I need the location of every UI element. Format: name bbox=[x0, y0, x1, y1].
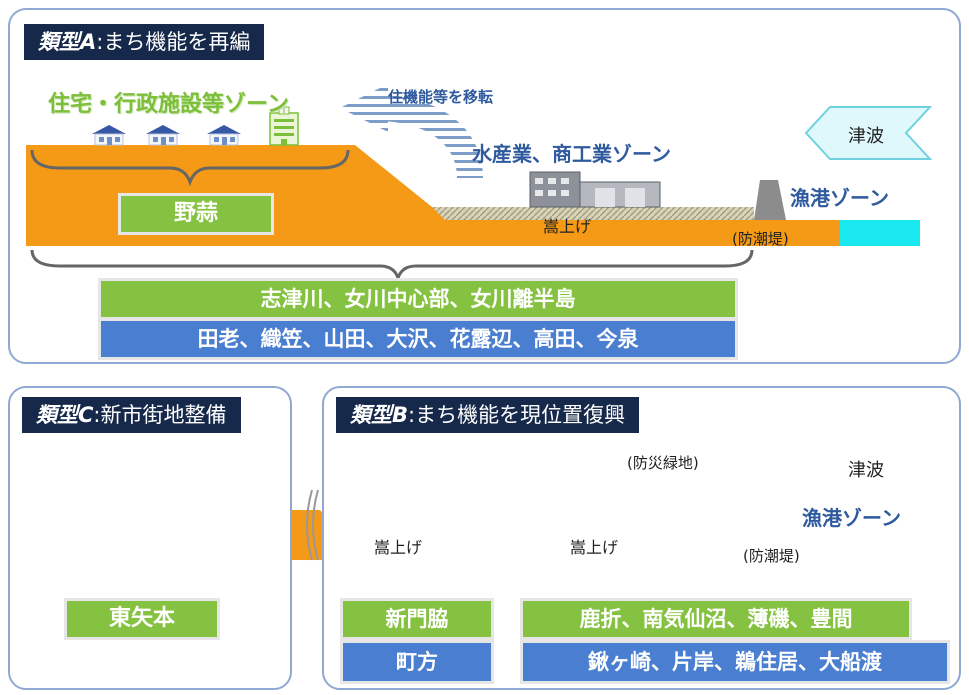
fishing-zone-label-a: 漁港ゾーン bbox=[790, 186, 889, 210]
seawall-label-a: (防潮堤) bbox=[732, 230, 789, 248]
type-c-title: 類型C:新市街地整備 bbox=[22, 397, 241, 433]
highland-area-box: 野蒜 bbox=[118, 193, 274, 235]
fishing-zone-label-b: 漁港ゾーン bbox=[802, 506, 901, 530]
type-c-area-box: 東矢本 bbox=[64, 598, 220, 640]
type-a-title: 類型A:まち機能を再編 bbox=[24, 24, 265, 60]
brace-highland bbox=[30, 149, 350, 187]
raise-ground-label-a: 嵩上げ bbox=[543, 217, 592, 236]
raise-ground-label-b1: 嵩上げ bbox=[374, 538, 423, 557]
type-b-left-blue: 町方 bbox=[340, 640, 494, 684]
house-icon bbox=[206, 124, 242, 146]
brace-type-a-areas bbox=[30, 249, 754, 283]
type-a-areas-green: 志津川、女川中心部、女川離半島 bbox=[98, 278, 738, 320]
relocate-note: 住機能等を移転 bbox=[388, 88, 494, 106]
green-belt-label: (防災緑地) bbox=[627, 454, 699, 472]
house-icon bbox=[145, 124, 181, 146]
raise-ground-label-b2: 嵩上げ bbox=[570, 538, 619, 557]
type-b-right-green: 鹿折、南気仙沼、薄磯、豊間 bbox=[520, 598, 912, 640]
type-a-areas-blue: 田老、織笠、山田、大沢、花露辺、高田、今泉 bbox=[98, 318, 738, 360]
house-icon bbox=[91, 124, 127, 146]
type-a-sea bbox=[840, 220, 920, 246]
residential-zone-label: 住宅・行政施設等ゾーン bbox=[48, 92, 289, 117]
type-a-seawall bbox=[754, 180, 786, 220]
industry-zone-label: 水産業、商工業ゾーン bbox=[472, 142, 671, 166]
break-marker bbox=[306, 489, 313, 561]
type-b-right-blue: 鍬ヶ崎、片岸、鵜住居、大船渡 bbox=[520, 640, 950, 684]
type-b-left-green: 新門脇 bbox=[340, 598, 494, 640]
relocate-arrow bbox=[340, 84, 483, 179]
type-b-title: 類型B:まち機能を現位置復興 bbox=[336, 397, 640, 433]
tsunami-label-b: 津波 bbox=[848, 460, 884, 481]
tsunami-label-a: 津波 bbox=[848, 126, 884, 147]
factory-icon bbox=[529, 171, 661, 208]
tsunami-arrow-a bbox=[804, 106, 933, 160]
panel-type-c bbox=[8, 386, 292, 690]
seawall-label-b: (防潮堤) bbox=[743, 547, 800, 565]
